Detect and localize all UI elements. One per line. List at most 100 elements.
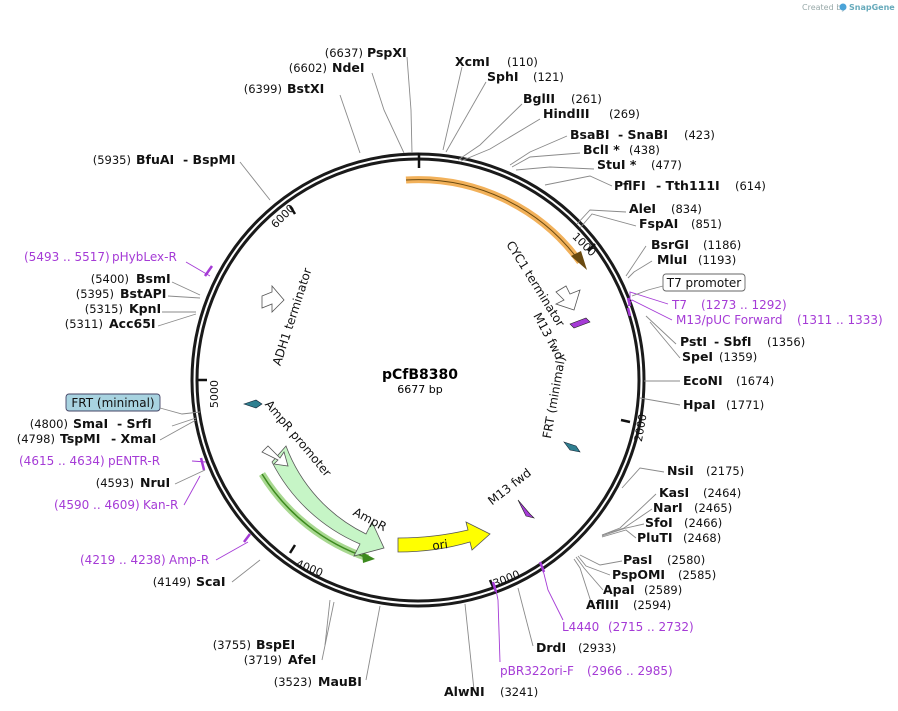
site-bglii-pos: (261) bbox=[571, 92, 602, 106]
site-alei-pos: (834) bbox=[671, 202, 702, 216]
primer-m13-puc-forward-range: (1311 .. 1333) bbox=[797, 313, 883, 327]
site-nrui-name: NruI bbox=[140, 475, 170, 490]
site-kpni-pos: (5315) bbox=[85, 302, 123, 316]
plasmid-name: pCfB8380 bbox=[382, 367, 458, 383]
tick-label-5000: 5000 bbox=[208, 380, 221, 408]
feature-label-ori: ori bbox=[431, 537, 448, 553]
frt-minimal-box: FRT (minimal) bbox=[65, 393, 161, 412]
site-apai-pos: (2589) bbox=[644, 583, 682, 597]
site-bcli-name: BclI * bbox=[583, 142, 620, 157]
site-fspai-pos: (851) bbox=[691, 217, 722, 231]
site-bsmi-pos: (5400) bbox=[91, 272, 129, 286]
site-acc65i-pos: (5311) bbox=[65, 317, 103, 331]
site-nari-pos: (2465) bbox=[694, 501, 732, 515]
plasmid-size: 6677 bp bbox=[397, 383, 442, 396]
site-apai-name: ApaI bbox=[603, 582, 635, 597]
site-econi-pos: (1674) bbox=[736, 374, 774, 388]
site-sphi-name: SphI bbox=[487, 69, 519, 84]
tick-marks bbox=[198, 205, 631, 590]
site-nrui-pos: (4593) bbox=[96, 476, 134, 490]
site-pspxi: (6637) bbox=[325, 46, 363, 60]
site-nsii-pos: (2175) bbox=[706, 464, 744, 478]
site-bsrgi-pos: (1186) bbox=[703, 238, 741, 252]
site-scai-name: ScaI bbox=[196, 574, 226, 589]
site-nari-name: NarI bbox=[653, 500, 683, 515]
site-smai-pos: (4800) bbox=[30, 417, 68, 431]
site-ndei-pos: (6602) bbox=[289, 61, 327, 75]
site-snabi-name: - SnaBI bbox=[618, 127, 668, 142]
primer-marks bbox=[199, 265, 632, 593]
frt-arrow-right bbox=[563, 441, 581, 453]
site-bspmi-name: - BspMI bbox=[183, 152, 236, 167]
site-mlui-name: MluI bbox=[657, 252, 687, 267]
ori-arrow bbox=[397, 521, 491, 553]
primer-t7-name: T7 bbox=[671, 298, 687, 312]
site-nsii-name: NsiI bbox=[667, 463, 694, 478]
feature-label-m13-fwd-lower: M13 fwd bbox=[485, 466, 534, 508]
site-ndei-name: NdeI bbox=[332, 60, 365, 75]
site-pflfi-pos: (614) bbox=[735, 179, 766, 193]
site-psti-pos: (1356) bbox=[767, 335, 805, 349]
adh1-terminator-arrow bbox=[261, 284, 285, 313]
site-afliii-name: AflIII bbox=[586, 597, 619, 612]
site-afei-name: AfeI bbox=[288, 652, 316, 667]
site-pluti-pos: (2468) bbox=[683, 531, 721, 545]
primer-kan-r-name: Kan-R bbox=[143, 498, 178, 512]
feature-label-frt-minimal: FRT (minimal) bbox=[540, 355, 568, 439]
site-alwni-pos: (3241) bbox=[500, 685, 538, 699]
green-feature-arrow bbox=[259, 472, 375, 563]
snapgene-logo-icon bbox=[839, 3, 847, 11]
t7-promoter-box: T7 promoter bbox=[662, 273, 746, 292]
site-bfuai-name: BfuAI bbox=[136, 152, 174, 167]
site-psti-name: PstI bbox=[680, 334, 707, 349]
site-smai-name: SmaI bbox=[73, 416, 108, 431]
site-hindiii-name: HindIII bbox=[543, 106, 590, 121]
primer-pentr-r-name: pENTR-R bbox=[108, 454, 160, 468]
svg-text:T7 promoter: T7 promoter bbox=[666, 276, 742, 290]
site-bstapi-pos: (5395) bbox=[76, 287, 114, 301]
primer-l4440-range: (2715 .. 2732) bbox=[608, 620, 694, 634]
primer-pbr322ori-f-range: (2966 .. 2985) bbox=[587, 664, 673, 678]
site-hindiii-pos: (269) bbox=[609, 107, 640, 121]
site-alei-name: AleI bbox=[629, 201, 656, 216]
primer-l4440-name: L4440 bbox=[562, 620, 599, 634]
site-acc65i-name: Acc65I bbox=[109, 316, 156, 331]
primer-amp-r-range: (4219 .. 4238) bbox=[80, 553, 166, 567]
site-pspomi-pos: (2585) bbox=[678, 568, 716, 582]
primer-t7-range: (1273 .. 1292) bbox=[701, 298, 787, 312]
primer-pbr322ori-f-name: pBR322ori-F bbox=[500, 664, 574, 678]
site-scai-pos: (4149) bbox=[153, 575, 191, 589]
site-xmai-name: - XmaI bbox=[111, 431, 156, 446]
site-bstxi-name: BstXI bbox=[287, 81, 324, 96]
site-stui-name: StuI * bbox=[597, 157, 637, 172]
svg-text:FRT (minimal): FRT (minimal) bbox=[71, 396, 154, 410]
primer-phyblex-r-range: (5493 .. 5517) bbox=[24, 250, 110, 264]
site-bsabi-name: BsaBI bbox=[570, 127, 610, 142]
site-afliii-pos: (2594) bbox=[633, 598, 671, 612]
site-sfoi-pos: (2466) bbox=[684, 516, 722, 530]
site-alwni-name: AlwNI bbox=[444, 684, 485, 699]
site-pspomi-name: PspOMI bbox=[612, 567, 665, 582]
site-econi-name: EcoNI bbox=[683, 373, 723, 388]
site-fspai-name: FspAI bbox=[639, 216, 678, 231]
site-kasi-pos: (2464) bbox=[703, 486, 741, 500]
site-pluti-name: PluTI bbox=[637, 530, 673, 545]
site-stui-pos: (477) bbox=[651, 158, 682, 172]
site-pasi-name: PasI bbox=[623, 552, 652, 567]
cyc1-terminator-arrow bbox=[554, 285, 581, 311]
primer-phyblex-r-name: pHybLex-R bbox=[112, 250, 177, 264]
site-kpni-name: KpnI bbox=[129, 301, 161, 316]
site-bsabi-pos: (423) bbox=[684, 128, 715, 142]
feature-label-adh1-terminator: ADH1 terminator bbox=[270, 266, 315, 367]
site-maubi-name: MauBI bbox=[318, 674, 362, 689]
site-tth111i-name: - Tth111I bbox=[656, 178, 720, 193]
site-bfuai-pos: (5935) bbox=[93, 153, 131, 167]
feature-label-ampr-promoter: AmpR promoter bbox=[262, 397, 334, 479]
primer-amp-r-name: Amp-R bbox=[169, 553, 209, 567]
site-bstapi-name: BstAPI bbox=[120, 286, 166, 301]
site-sphi-pos: (121) bbox=[533, 70, 564, 84]
site-kasi-name: KasI bbox=[659, 485, 689, 500]
tick-label-2000: 2000 bbox=[632, 413, 650, 443]
orange-feature-arrow bbox=[405, 176, 587, 270]
